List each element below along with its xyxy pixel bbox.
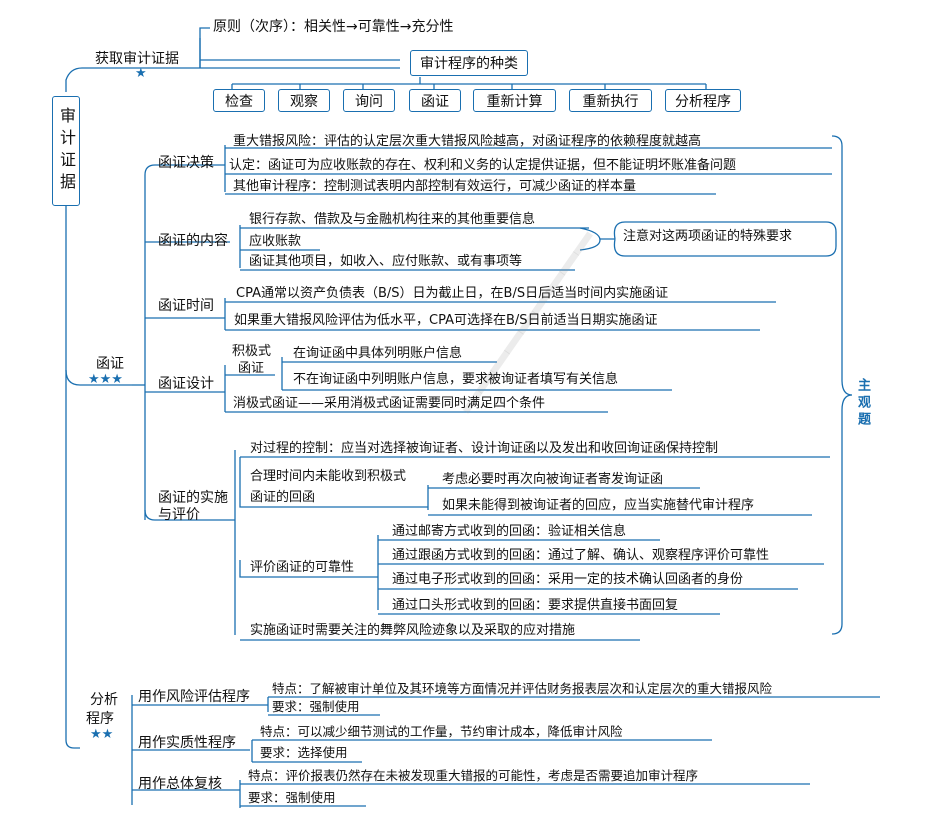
root-title-box: 审计证据 xyxy=(52,96,80,206)
content-item: 函证其他项目，如收入、应付账款、或有事项等 xyxy=(249,254,523,269)
content-note: 注意对这两项函证的特殊要求 xyxy=(623,229,793,244)
procedure-item: 询问 xyxy=(343,89,395,112)
control-item: 对过程的控制：应当对选择被询证者、设计询证函以及发出和收回询证函保持控制 xyxy=(250,441,719,456)
analytical-group-label: 用作总体复核 xyxy=(138,776,222,792)
timing-label: 函证时间 xyxy=(158,298,214,314)
no-reply-item: 如果未能得到被询证者的回应，应当实施替代审计程序 xyxy=(442,498,755,513)
procedures-title: 审计程序的种类 xyxy=(420,56,518,72)
analytical-requirement: 要求：强制使用 xyxy=(248,790,336,805)
procedure-item: 检查 xyxy=(213,89,265,112)
analytical-label: 程序 xyxy=(86,711,114,727)
timing-item: CPA通常以资产负债表（B/S）日为截止日，在B/S日后适当时间内实施函证 xyxy=(236,286,669,301)
procedure-item: 观察 xyxy=(278,89,330,112)
design-label: 函证设计 xyxy=(158,376,214,392)
analytical-requirement: 要求：强制使用 xyxy=(272,699,360,714)
analytical-requirement: 要求：选择使用 xyxy=(260,745,348,760)
no-reply-label: 合理时间内未能收到积极式 xyxy=(250,469,407,484)
analytical-feature: 特点：可以减少细节测试的工作量，节约审计成本，降低审计风险 xyxy=(260,724,623,739)
procedure-item: 分析程序 xyxy=(665,89,741,112)
reliability-label: 评价函证的可靠性 xyxy=(250,560,355,575)
reliability-item: 通过电子形式收到的回函：采用一定的技术确认回函者的身份 xyxy=(392,572,744,587)
no-reply-label: 函证的回函 xyxy=(250,490,316,505)
no-reply-item: 考虑必要时再次向被询证者寄发询证函 xyxy=(442,472,664,487)
acquire-label: 获取审计证据 xyxy=(95,51,179,67)
content-item: 银行存款、借款及与金融机构往来的其他重要信息 xyxy=(249,212,536,227)
confirm-label: 函证 xyxy=(96,356,124,372)
procedure-item: 重新计算 xyxy=(473,89,556,112)
decision-label: 函证决策 xyxy=(158,155,214,171)
positive-item: 不在询证函中列明账户信息，要求被询证者填写有关信息 xyxy=(293,372,619,387)
decision-item: 认定：函证可为应收账款的存在、权利和义务的认定提供证据，但不能证明坏账准备问题 xyxy=(229,158,737,173)
analytical-stars: ★★ xyxy=(90,727,114,742)
analytical-group-label: 用作风险评估程序 xyxy=(138,689,250,705)
positive-label: 函证 xyxy=(238,361,265,376)
confirm-stars: ★★★ xyxy=(88,372,123,387)
content-label: 函证的内容 xyxy=(158,233,228,249)
procedure-item: 重新执行 xyxy=(569,89,652,112)
negative-item: 消极式函证——采用消极式函证需要同时满足四个条件 xyxy=(233,396,546,411)
acquire-stars: ★ xyxy=(135,66,147,81)
side-label: 主观题 xyxy=(855,378,870,429)
analytical-feature: 特点：了解被审计单位及其环境等方面情况并评估财务报表层次和认定层次的重大错报风险 xyxy=(272,681,773,696)
decision-item: 重大错报风险：评估的认定层次重大错报风险越高，对函证程序的依赖程度就越高 xyxy=(233,134,702,149)
content-item: 应收账款 xyxy=(249,234,302,249)
positive-item: 在询证函中具体列明账户信息 xyxy=(293,346,463,361)
procedures-title-box: 审计程序的种类 xyxy=(410,50,528,76)
fraud-item: 实施函证时需要关注的舞弊风险迹象以及采取的应对措施 xyxy=(250,623,576,638)
reliability-item: 通过邮寄方式收到的回函：验证相关信息 xyxy=(392,524,627,539)
procedure-item: 函证 xyxy=(409,89,461,112)
analytical-group-label: 用作实质性程序 xyxy=(138,735,236,751)
reliability-item: 通过口头形式收到的回函：要求提供直接书面回复 xyxy=(392,598,679,613)
timing-item: 如果重大错报风险评估为低水平，CPA可选择在B/S日前适当日期实施函证 xyxy=(234,313,658,328)
analytical-label: 分析 xyxy=(90,692,118,708)
decision-item: 其他审计程序：控制测试表明内部控制有效运行，可减少函证的样本量 xyxy=(233,179,637,194)
implement-label: 与评价 xyxy=(158,507,200,523)
acquire-principle: 原则（次序）：相关性→可靠性→充分性 xyxy=(213,19,454,35)
reliability-item: 通过跟函方式收到的回函：通过了解、确认、观察程序评价可靠性 xyxy=(392,548,770,563)
root-title: 审计证据 xyxy=(57,107,76,195)
implement-label: 函证的实施 xyxy=(158,490,228,506)
analytical-feature: 特点：评价报表仍然存在未被发现重大错报的可能性，考虑是否需要追加审计程序 xyxy=(248,768,699,783)
positive-label: 积极式 xyxy=(232,344,272,359)
